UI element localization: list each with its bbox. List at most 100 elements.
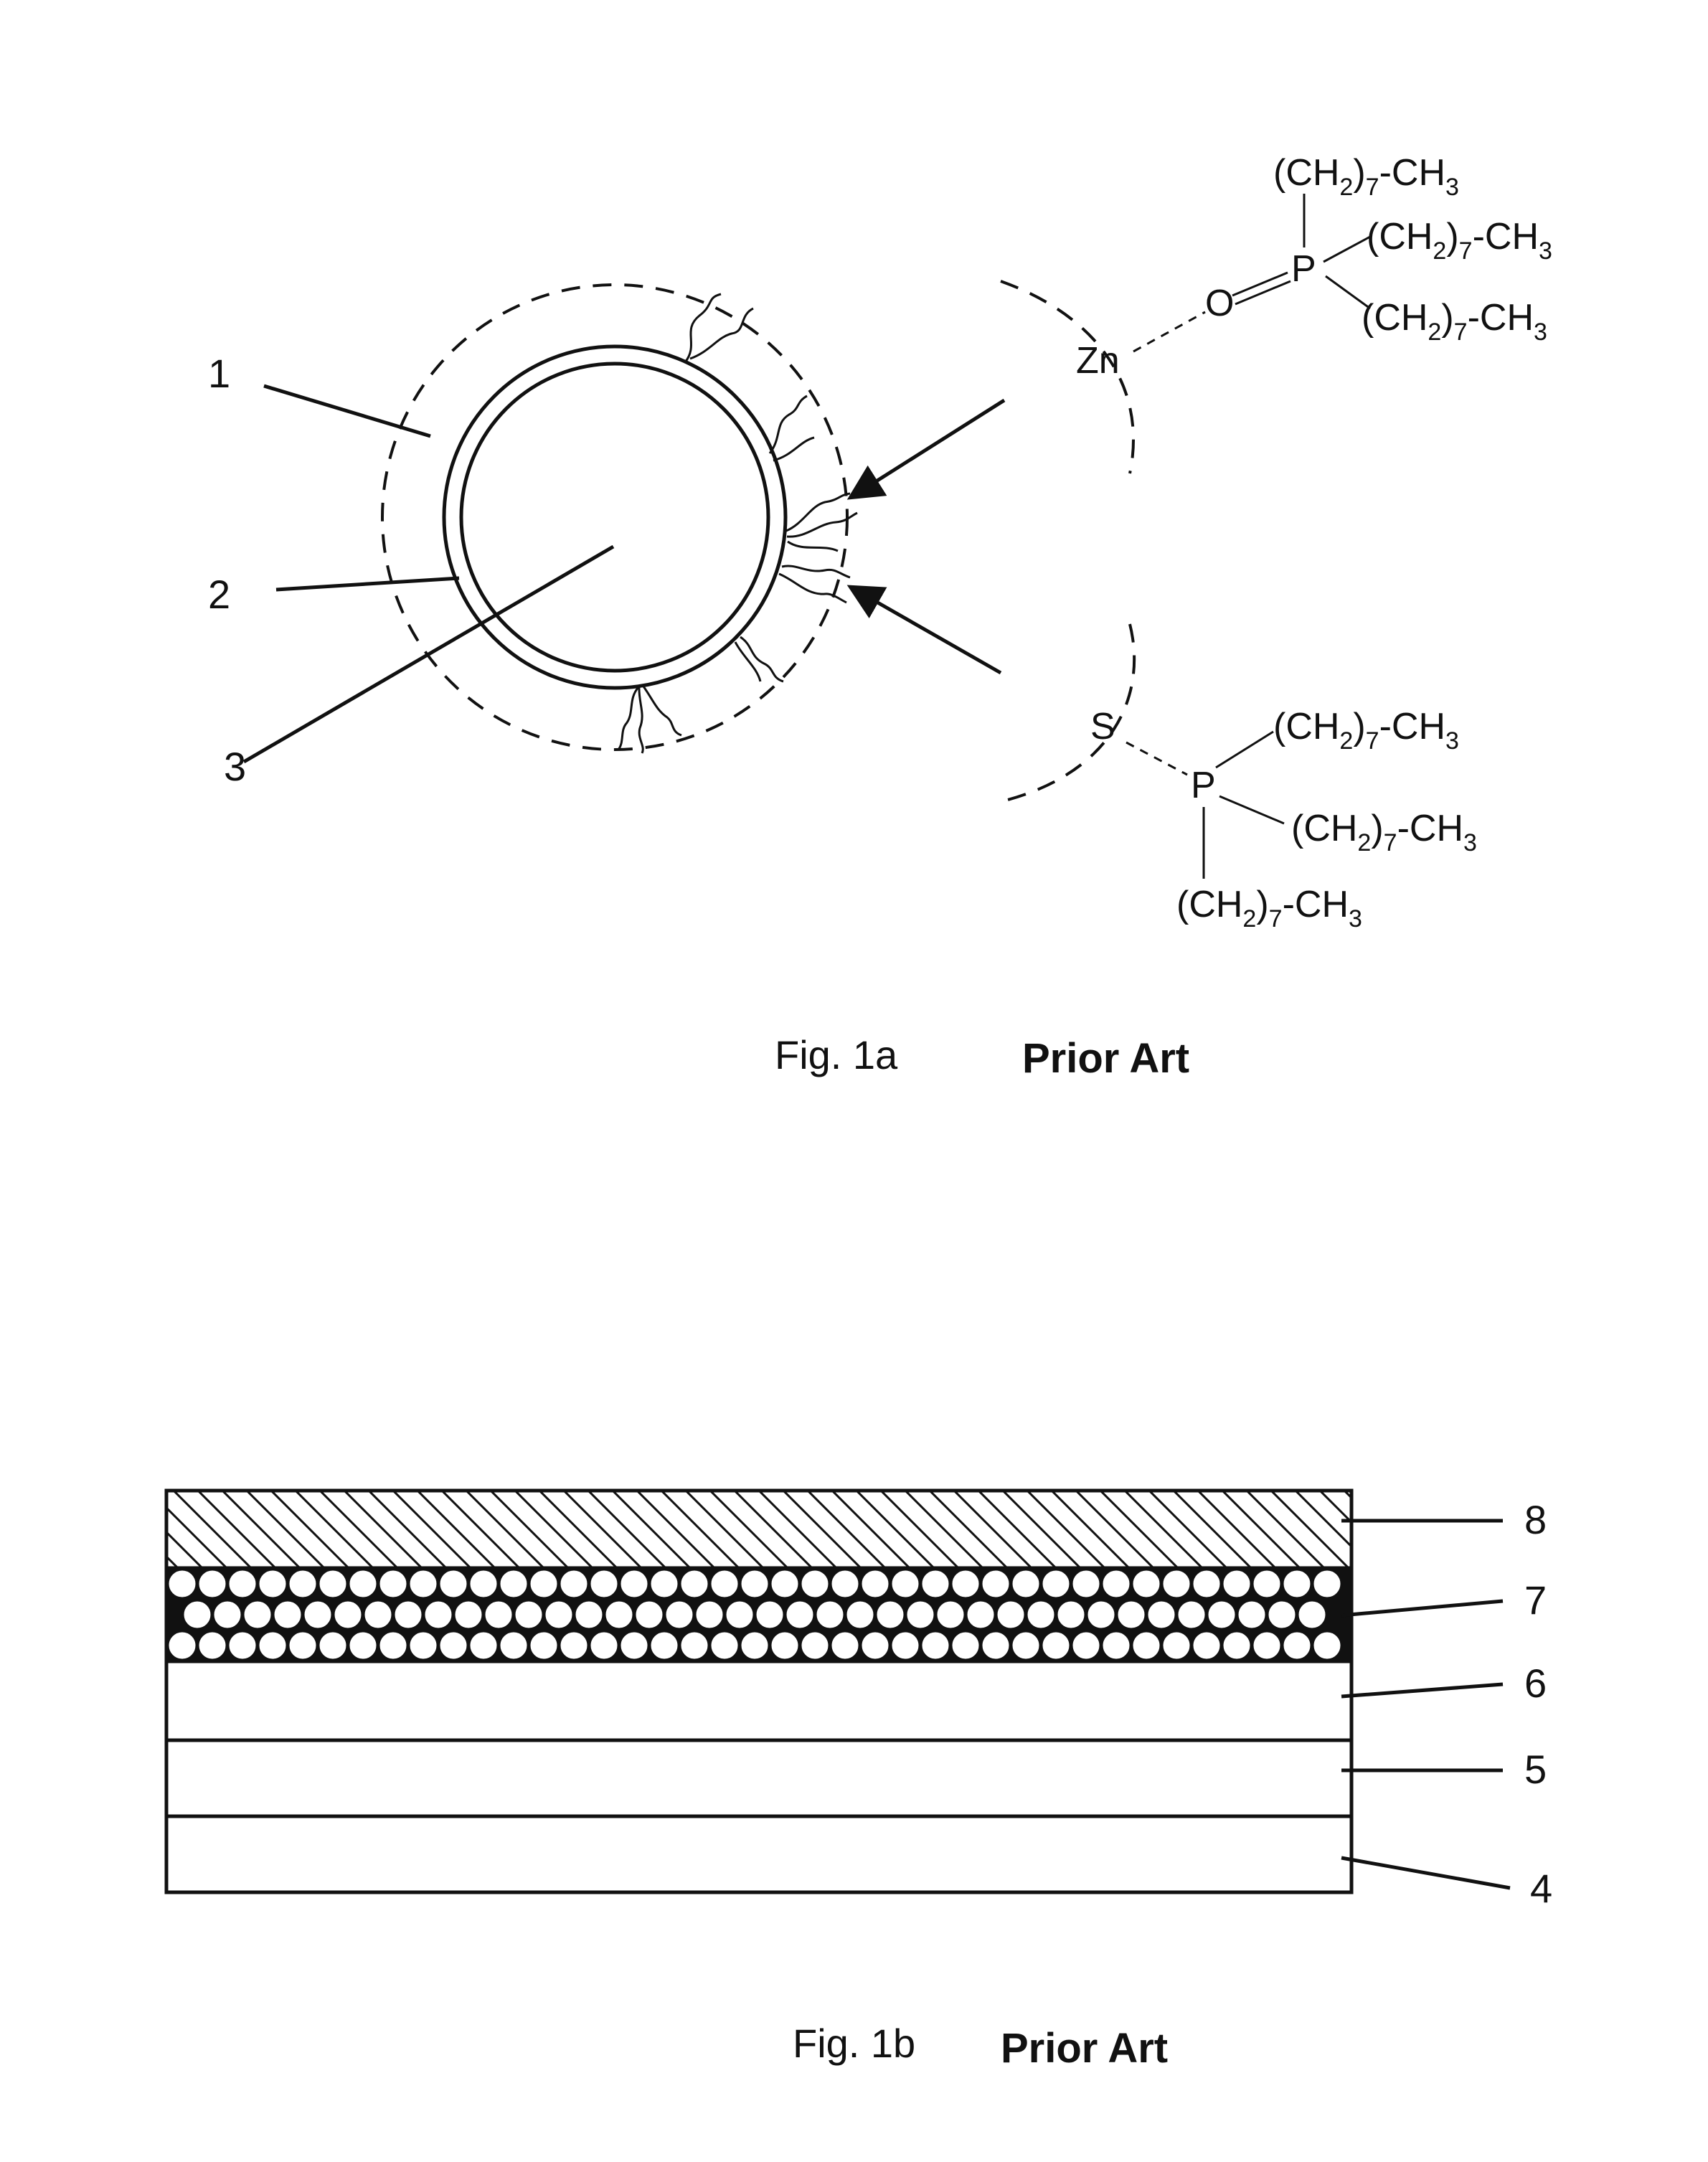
nanoparticle (590, 1569, 618, 1598)
nanoparticle (861, 1569, 890, 1598)
nanoparticle (469, 1569, 498, 1598)
nanoparticle (258, 1569, 287, 1598)
nanoparticle (379, 1569, 407, 1598)
nanoparticle (288, 1631, 317, 1660)
s-p-bond (1126, 742, 1187, 775)
nanoparticle (499, 1569, 528, 1598)
nanoparticle (334, 1600, 362, 1629)
nanoparticle (168, 1569, 197, 1598)
nanoparticle (349, 1631, 377, 1660)
nanoparticle (198, 1631, 227, 1660)
nanoparticle (1313, 1569, 1341, 1598)
nanoparticle (620, 1569, 648, 1598)
nanoparticle (1132, 1569, 1161, 1598)
layer-label-4: 4 (1530, 1866, 1552, 1911)
nanoparticle (1132, 1631, 1161, 1660)
layer-4 (166, 1816, 1351, 1892)
nanoparticle (1102, 1569, 1131, 1598)
nanoparticle (409, 1569, 438, 1598)
p-chain-bond-upright (1216, 732, 1273, 768)
nanoparticle (1057, 1600, 1085, 1629)
nanoparticle (544, 1600, 573, 1629)
nanoparticle (1252, 1569, 1281, 1598)
nanoparticle (319, 1631, 347, 1660)
leader-7 (1341, 1601, 1503, 1615)
nanoparticle (906, 1600, 935, 1629)
leader-line-2 (276, 578, 459, 590)
nanoparticle (1298, 1600, 1326, 1629)
nanoparticle (529, 1569, 558, 1598)
nanoparticle (1207, 1600, 1236, 1629)
layer-5 (166, 1740, 1351, 1816)
nanoparticle (891, 1569, 920, 1598)
nanoparticle (1252, 1631, 1281, 1660)
chain-bottom-1: (CH2)7-CH3 (1273, 706, 1459, 755)
nanoparticle (921, 1631, 950, 1660)
nanoparticle (680, 1569, 709, 1598)
nanoparticle (1177, 1600, 1206, 1629)
nanoparticle (1042, 1569, 1070, 1598)
nanoparticle (228, 1569, 257, 1598)
nanoparticle (454, 1600, 483, 1629)
nanoparticle (831, 1569, 859, 1598)
nanoparticle (740, 1569, 769, 1598)
layer-7-particles (168, 1569, 1341, 1660)
nanoparticle (1192, 1569, 1221, 1598)
leader-6 (1341, 1684, 1503, 1696)
fig-1a: 1 2 3 Zn O P (CH2)7-CH3 (CH2)7-CH3 (CH2)… (208, 152, 1552, 1082)
nanoparticle (213, 1600, 242, 1629)
nanoparticle (349, 1569, 377, 1598)
nanoparticle (1222, 1569, 1251, 1598)
leader-4 (1341, 1858, 1510, 1888)
ligand-shell-outline (382, 285, 847, 750)
leader-line-1 (264, 386, 430, 436)
p-atom-top: P (1291, 248, 1316, 290)
fig-1b: 8 7 6 5 4 Fig. 1b Prior Art (166, 1491, 1552, 2072)
fig1b-caption: Fig. 1b (793, 2021, 915, 2066)
zn-o-bond (1133, 312, 1205, 351)
nanoparticle (1011, 1631, 1040, 1660)
nanoparticle (1102, 1631, 1131, 1660)
nanoparticle (409, 1631, 438, 1660)
nanoparticle (258, 1631, 287, 1660)
nanoparticle (469, 1631, 498, 1660)
layer-label-7: 7 (1524, 1577, 1547, 1623)
nanoparticle (1162, 1631, 1191, 1660)
nanoparticle (499, 1631, 528, 1660)
nanoparticle (1222, 1631, 1251, 1660)
nanoparticle (1072, 1631, 1100, 1660)
label-3: 3 (224, 744, 246, 789)
fig1a-prior-art: Prior Art (1022, 1035, 1189, 1082)
nanoparticle (1162, 1569, 1191, 1598)
label-2: 2 (208, 572, 230, 617)
layer-label-8: 8 (1524, 1497, 1547, 1542)
nanoparticle (680, 1631, 709, 1660)
fig1b-prior-art: Prior Art (1001, 2025, 1168, 2072)
shell-outer-circle (444, 346, 785, 688)
nanoparticle (394, 1600, 423, 1629)
nanoparticle (635, 1600, 664, 1629)
nanoparticle (1192, 1631, 1221, 1660)
layer-label-6: 6 (1524, 1661, 1547, 1706)
nanoparticle (590, 1631, 618, 1660)
p-chain-bond-downright (1219, 796, 1284, 823)
o-p-double-bond-a (1232, 273, 1288, 296)
nanoparticle (785, 1600, 814, 1629)
nanoparticle (439, 1631, 468, 1660)
nanoparticle (996, 1600, 1025, 1629)
chain-bottom-3: (CH2)7-CH3 (1176, 884, 1362, 933)
nanoparticle (710, 1631, 739, 1660)
nanoparticle (876, 1600, 905, 1629)
nanoparticle (801, 1569, 829, 1598)
nanoparticle (575, 1600, 603, 1629)
nanoparticle (816, 1600, 844, 1629)
nanoparticle (605, 1600, 633, 1629)
nanoparticle (183, 1600, 212, 1629)
nanoparticle (740, 1631, 769, 1660)
nanoparticle (560, 1631, 588, 1660)
nanoparticle (288, 1569, 317, 1598)
nanoparticle (1072, 1569, 1100, 1598)
nanoparticle (1283, 1631, 1311, 1660)
nanoparticle (650, 1631, 679, 1660)
